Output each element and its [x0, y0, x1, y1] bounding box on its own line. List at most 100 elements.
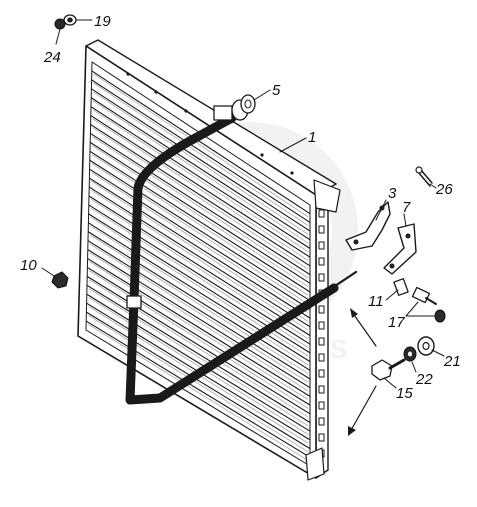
radiator-fin: [86, 293, 311, 432]
side-rivet: [318, 401, 325, 410]
part-pin-26: [415, 166, 433, 187]
radiator-fin-shadow: [88, 297, 309, 435]
radiator-fin: [90, 106, 311, 249]
radiator-fin-shadow: [88, 323, 309, 461]
radiator-core: [77, 39, 341, 481]
side-rivet: [318, 385, 325, 394]
part-nut-19-24: [54, 14, 77, 30]
radiator-fin: [86, 284, 311, 423]
radiator-fin-shadow: [91, 163, 309, 305]
callout-19: 19: [94, 13, 111, 30]
side-rivet: [318, 257, 325, 266]
radiator-fin: [91, 79, 311, 223]
radiator-fin-shadow: [91, 172, 309, 313]
part-washer-22: [403, 346, 417, 362]
side-rivet: [318, 225, 325, 234]
callout-5: 5: [272, 82, 281, 99]
radiator-fin-shadow: [92, 109, 309, 252]
callout-17: 17: [388, 314, 405, 331]
radiator-fin: [89, 177, 311, 319]
radiator-fin: [90, 124, 311, 267]
radiator-fin: [87, 258, 311, 397]
radiator-fin: [89, 141, 311, 284]
side-rivet: [318, 337, 325, 346]
radiator-fin-shadow: [89, 279, 309, 418]
radiator-fin-shadow: [89, 252, 309, 392]
callout-22: 22: [415, 371, 433, 388]
filler-cap-assembly: [213, 94, 256, 121]
callout-labels: 19 24 5 1 26 3 7 10 11 17 21 22 15: [20, 13, 461, 402]
side-rivet: [318, 321, 325, 330]
radiator-fin: [91, 88, 311, 232]
leader-lines: [41, 19, 445, 389]
callout-21: 21: [443, 353, 461, 370]
hose-sleeve: [126, 295, 142, 309]
radiator-fin: [90, 115, 311, 258]
side-rivet: [318, 305, 325, 314]
radiator-fin-shadow: [93, 73, 309, 218]
side-rivet: [318, 417, 325, 426]
radiator-fin: [91, 70, 311, 215]
radiator-fin: [88, 195, 311, 336]
radiator-fin: [89, 168, 311, 310]
callout-1: 1: [308, 129, 316, 146]
probe-rod: [324, 270, 358, 294]
radiator-fin-shadow: [91, 181, 309, 322]
part-clip-11: [393, 278, 409, 296]
assembly-arrows: [348, 308, 377, 436]
callout-7: 7: [402, 199, 411, 216]
radiator-fin-shadow: [90, 225, 309, 366]
radiator-fin-shadow: [93, 100, 309, 244]
radiator-fin-shadow: [93, 91, 309, 235]
radiator-fins: [85, 70, 311, 461]
side-rivet: [318, 209, 325, 218]
radiator-fin-shadow: [88, 288, 309, 426]
radiator-fin: [90, 97, 311, 241]
radiator-fin: [89, 159, 311, 302]
radiator-fin-shadow: [88, 315, 309, 453]
radiator-fin: [87, 249, 311, 389]
part-bracket-7: [383, 223, 417, 275]
radiator-fin-shadow: [90, 234, 309, 374]
part-bolt-17: [411, 286, 446, 323]
watermark-text: S: [330, 334, 347, 364]
radiator-fin-shadow: [90, 216, 309, 357]
callout-26: 26: [435, 181, 453, 198]
callout-15: 15: [396, 385, 413, 402]
callout-11: 11: [368, 293, 384, 310]
radiator-fin: [88, 186, 311, 328]
inlet-pipe: [125, 113, 358, 405]
radiator-fin: [87, 231, 311, 371]
callout-3: 3: [388, 185, 397, 202]
radiator-fin-shadow: [91, 154, 309, 296]
radiator-fin-shadow: [89, 270, 309, 409]
side-tank-rivets: [318, 209, 325, 458]
radiator-fin-shadow: [92, 127, 309, 270]
top-rail-rivets: [126, 72, 294, 175]
side-rivet: [318, 273, 325, 282]
radiator-fin: [90, 133, 311, 276]
radiator-fin: [88, 204, 311, 345]
radiator-fin: [86, 311, 311, 450]
callout-24: 24: [43, 49, 61, 66]
callout-10: 10: [20, 257, 37, 274]
side-rivet: [318, 369, 325, 378]
part-washer-21: [417, 336, 435, 356]
radiator-fin-shadow: [92, 118, 309, 261]
radiator-fin: [88, 222, 311, 363]
side-rivet: [318, 433, 325, 442]
radiator-fin: [89, 150, 311, 293]
radiator-fin-shadow: [93, 82, 309, 226]
radiator-fin: [87, 266, 311, 406]
radiator-fin: [85, 320, 311, 458]
radiator-fin-shadow: [89, 243, 309, 383]
radiator-fin-shadow: [92, 145, 309, 287]
side-rivet: [318, 353, 325, 362]
radiator-fin: [86, 275, 311, 415]
radiator-fin-shadow: [91, 189, 309, 331]
radiator-fin-shadow: [92, 136, 309, 279]
radiator-fin: [87, 240, 311, 380]
radiator-fin-shadow: [89, 261, 309, 400]
part-nut-10: [51, 271, 69, 289]
